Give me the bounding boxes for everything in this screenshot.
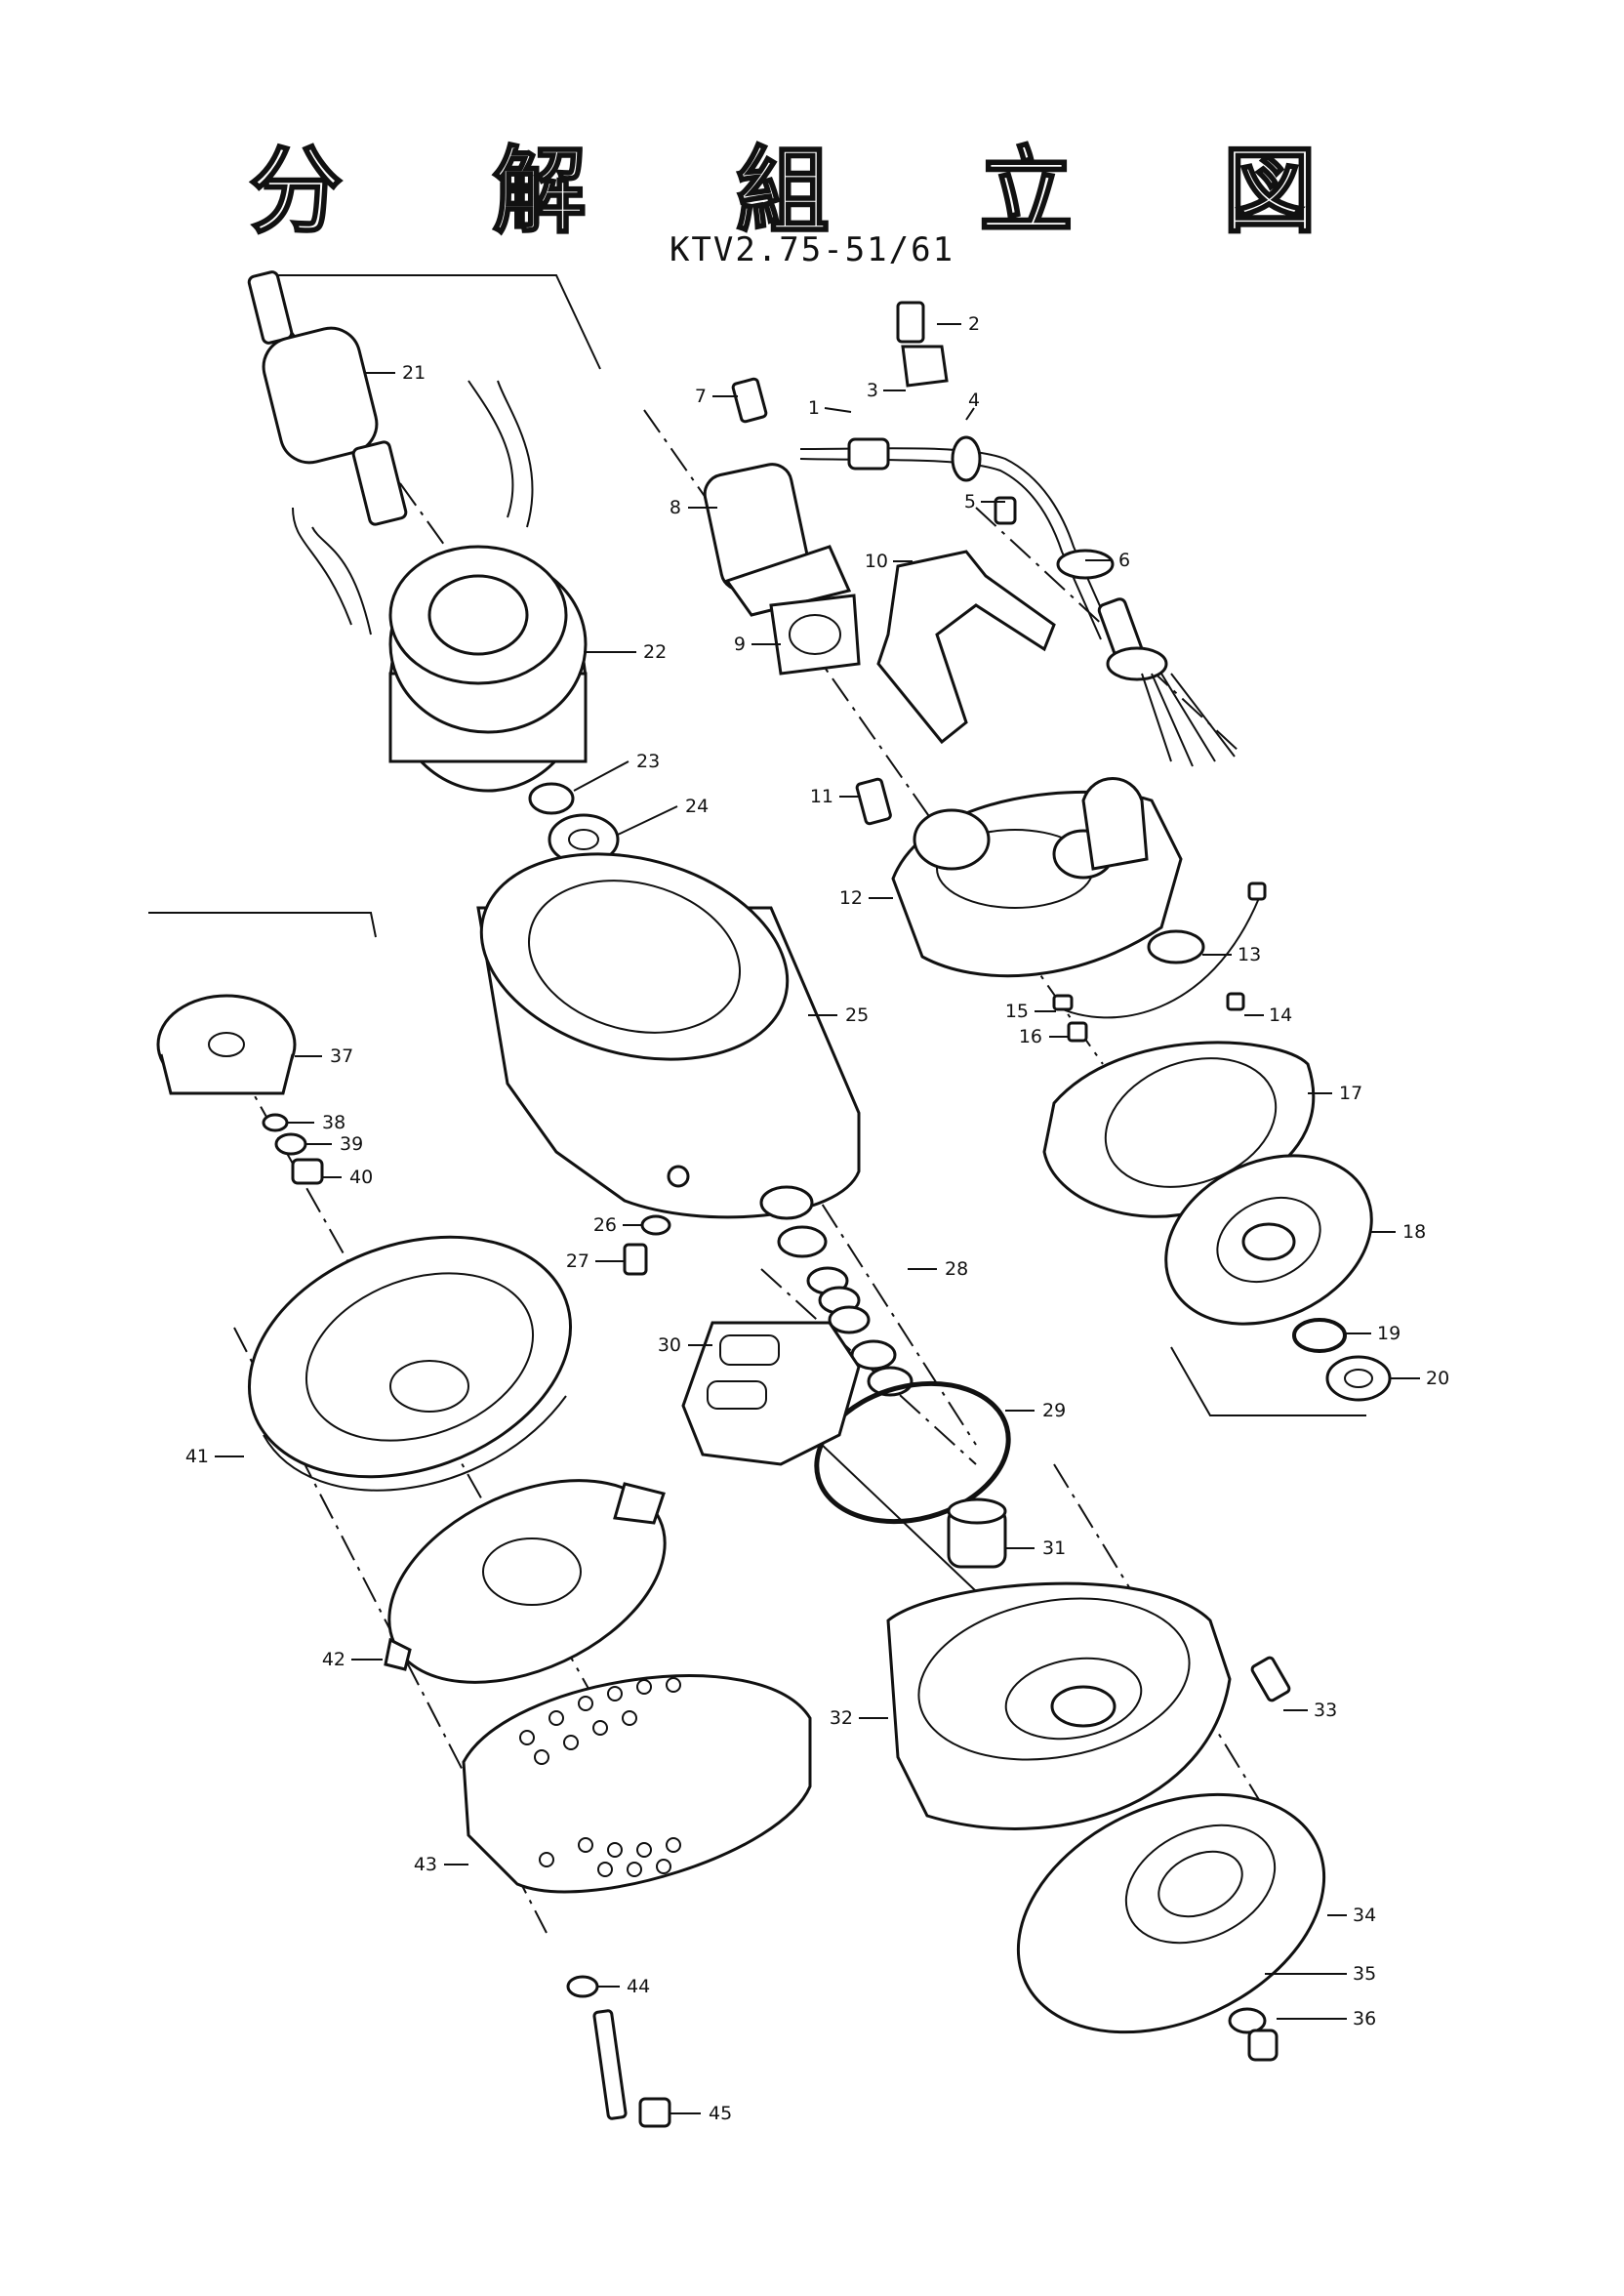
strainer-holes: [519, 1677, 681, 1877]
callout-23: 23: [636, 751, 660, 772]
rotor-shaft: [247, 270, 408, 526]
casing-bolt: [1250, 1656, 1291, 1702]
callout-6: 6: [1118, 550, 1130, 571]
callout-9: 9: [734, 634, 746, 655]
bottom-bolt: [592, 2009, 671, 2128]
head-cover: [855, 777, 1183, 978]
discharge-outlet: [703, 377, 861, 676]
bearing-lower: [1325, 1355, 1392, 1402]
callout-26: 26: [593, 1214, 617, 1236]
callout-45: 45: [709, 2103, 732, 2124]
callout-3: 3: [867, 380, 878, 401]
callout-4: 4: [968, 390, 980, 411]
drain-gasket: [1228, 2007, 1267, 2034]
callout-32: 32: [830, 1707, 853, 1729]
retaining-ring: [1292, 1318, 1347, 1353]
impeller-washer: [274, 1132, 307, 1156]
callout-40: 40: [349, 1167, 373, 1188]
bearing-upper: [528, 782, 620, 866]
callout-31: 31: [1042, 1538, 1066, 1559]
sleeve: [947, 1497, 1007, 1569]
callout-5: 5: [964, 491, 976, 512]
callout-2: 2: [968, 313, 980, 335]
callout-36: 36: [1353, 2008, 1376, 2030]
callout-39: 39: [340, 1133, 363, 1155]
seal-housing: [681, 1321, 861, 1466]
page-title: 分 解 組 立 図: [248, 136, 1375, 248]
callout-leader-24: [617, 805, 678, 836]
model-number: KTV2.75-51/61: [669, 230, 955, 269]
pump-casing: [886, 1581, 1232, 1830]
impeller-nut: [291, 1158, 324, 1185]
impeller-key: [262, 1113, 289, 1132]
frame-bolt: [623, 1214, 671, 1276]
callout-leader-1: [824, 407, 852, 413]
callout-7: 7: [695, 386, 707, 407]
callout-1: 1: [808, 397, 820, 419]
stator: [292, 380, 588, 793]
callout-22: 22: [643, 641, 667, 663]
suction-cover: [1016, 1792, 1326, 2034]
callout-24: 24: [685, 796, 709, 817]
callout-35: 35: [1353, 1963, 1376, 1985]
cable-assembly: [799, 301, 1236, 767]
impeller: [156, 994, 297, 1095]
strainer: [462, 1674, 812, 1894]
callout-37: 37: [330, 1046, 353, 1067]
callout-25: 25: [845, 1004, 869, 1026]
thermal-protector: [1052, 882, 1267, 1043]
callout-30: 30: [658, 1334, 681, 1356]
callout-42: 42: [322, 1649, 345, 1670]
callout-leader-23: [573, 760, 629, 792]
callout-33: 33: [1314, 1700, 1337, 1721]
callout-27: 27: [566, 1250, 589, 1272]
callout-14: 14: [1269, 1004, 1292, 1026]
callout-8: 8: [670, 497, 681, 518]
callout-41: 41: [185, 1446, 209, 1467]
callout-44: 44: [627, 1976, 650, 1997]
callout-12: 12: [839, 887, 863, 909]
motor-frame: [476, 852, 861, 1219]
callout-38: 38: [322, 1112, 345, 1133]
callout-20: 20: [1426, 1368, 1449, 1389]
wear-plate: [384, 1479, 667, 1684]
callout-13: 13: [1238, 944, 1261, 965]
callout-10: 10: [865, 551, 888, 572]
o-ring-large: [814, 1380, 1011, 1525]
callout-29: 29: [1042, 1400, 1066, 1421]
drain-plug: [1247, 2029, 1279, 2062]
bearing-housing: [1164, 1154, 1373, 1326]
callout-15: 15: [1005, 1001, 1029, 1022]
callout-19: 19: [1377, 1323, 1401, 1344]
bottom-washer: [566, 1975, 599, 1998]
callout-leader-4: [965, 407, 975, 421]
callout-21: 21: [402, 362, 426, 384]
callout-11: 11: [810, 786, 833, 807]
callout-16: 16: [1019, 1026, 1042, 1047]
callout-43: 43: [414, 1854, 437, 1875]
callout-17: 17: [1339, 1083, 1362, 1104]
callout-34: 34: [1353, 1905, 1376, 1926]
handle: [876, 550, 1056, 745]
callout-18: 18: [1402, 1221, 1426, 1243]
callout-28: 28: [945, 1258, 968, 1280]
strainer-ring: [247, 1235, 573, 1492]
